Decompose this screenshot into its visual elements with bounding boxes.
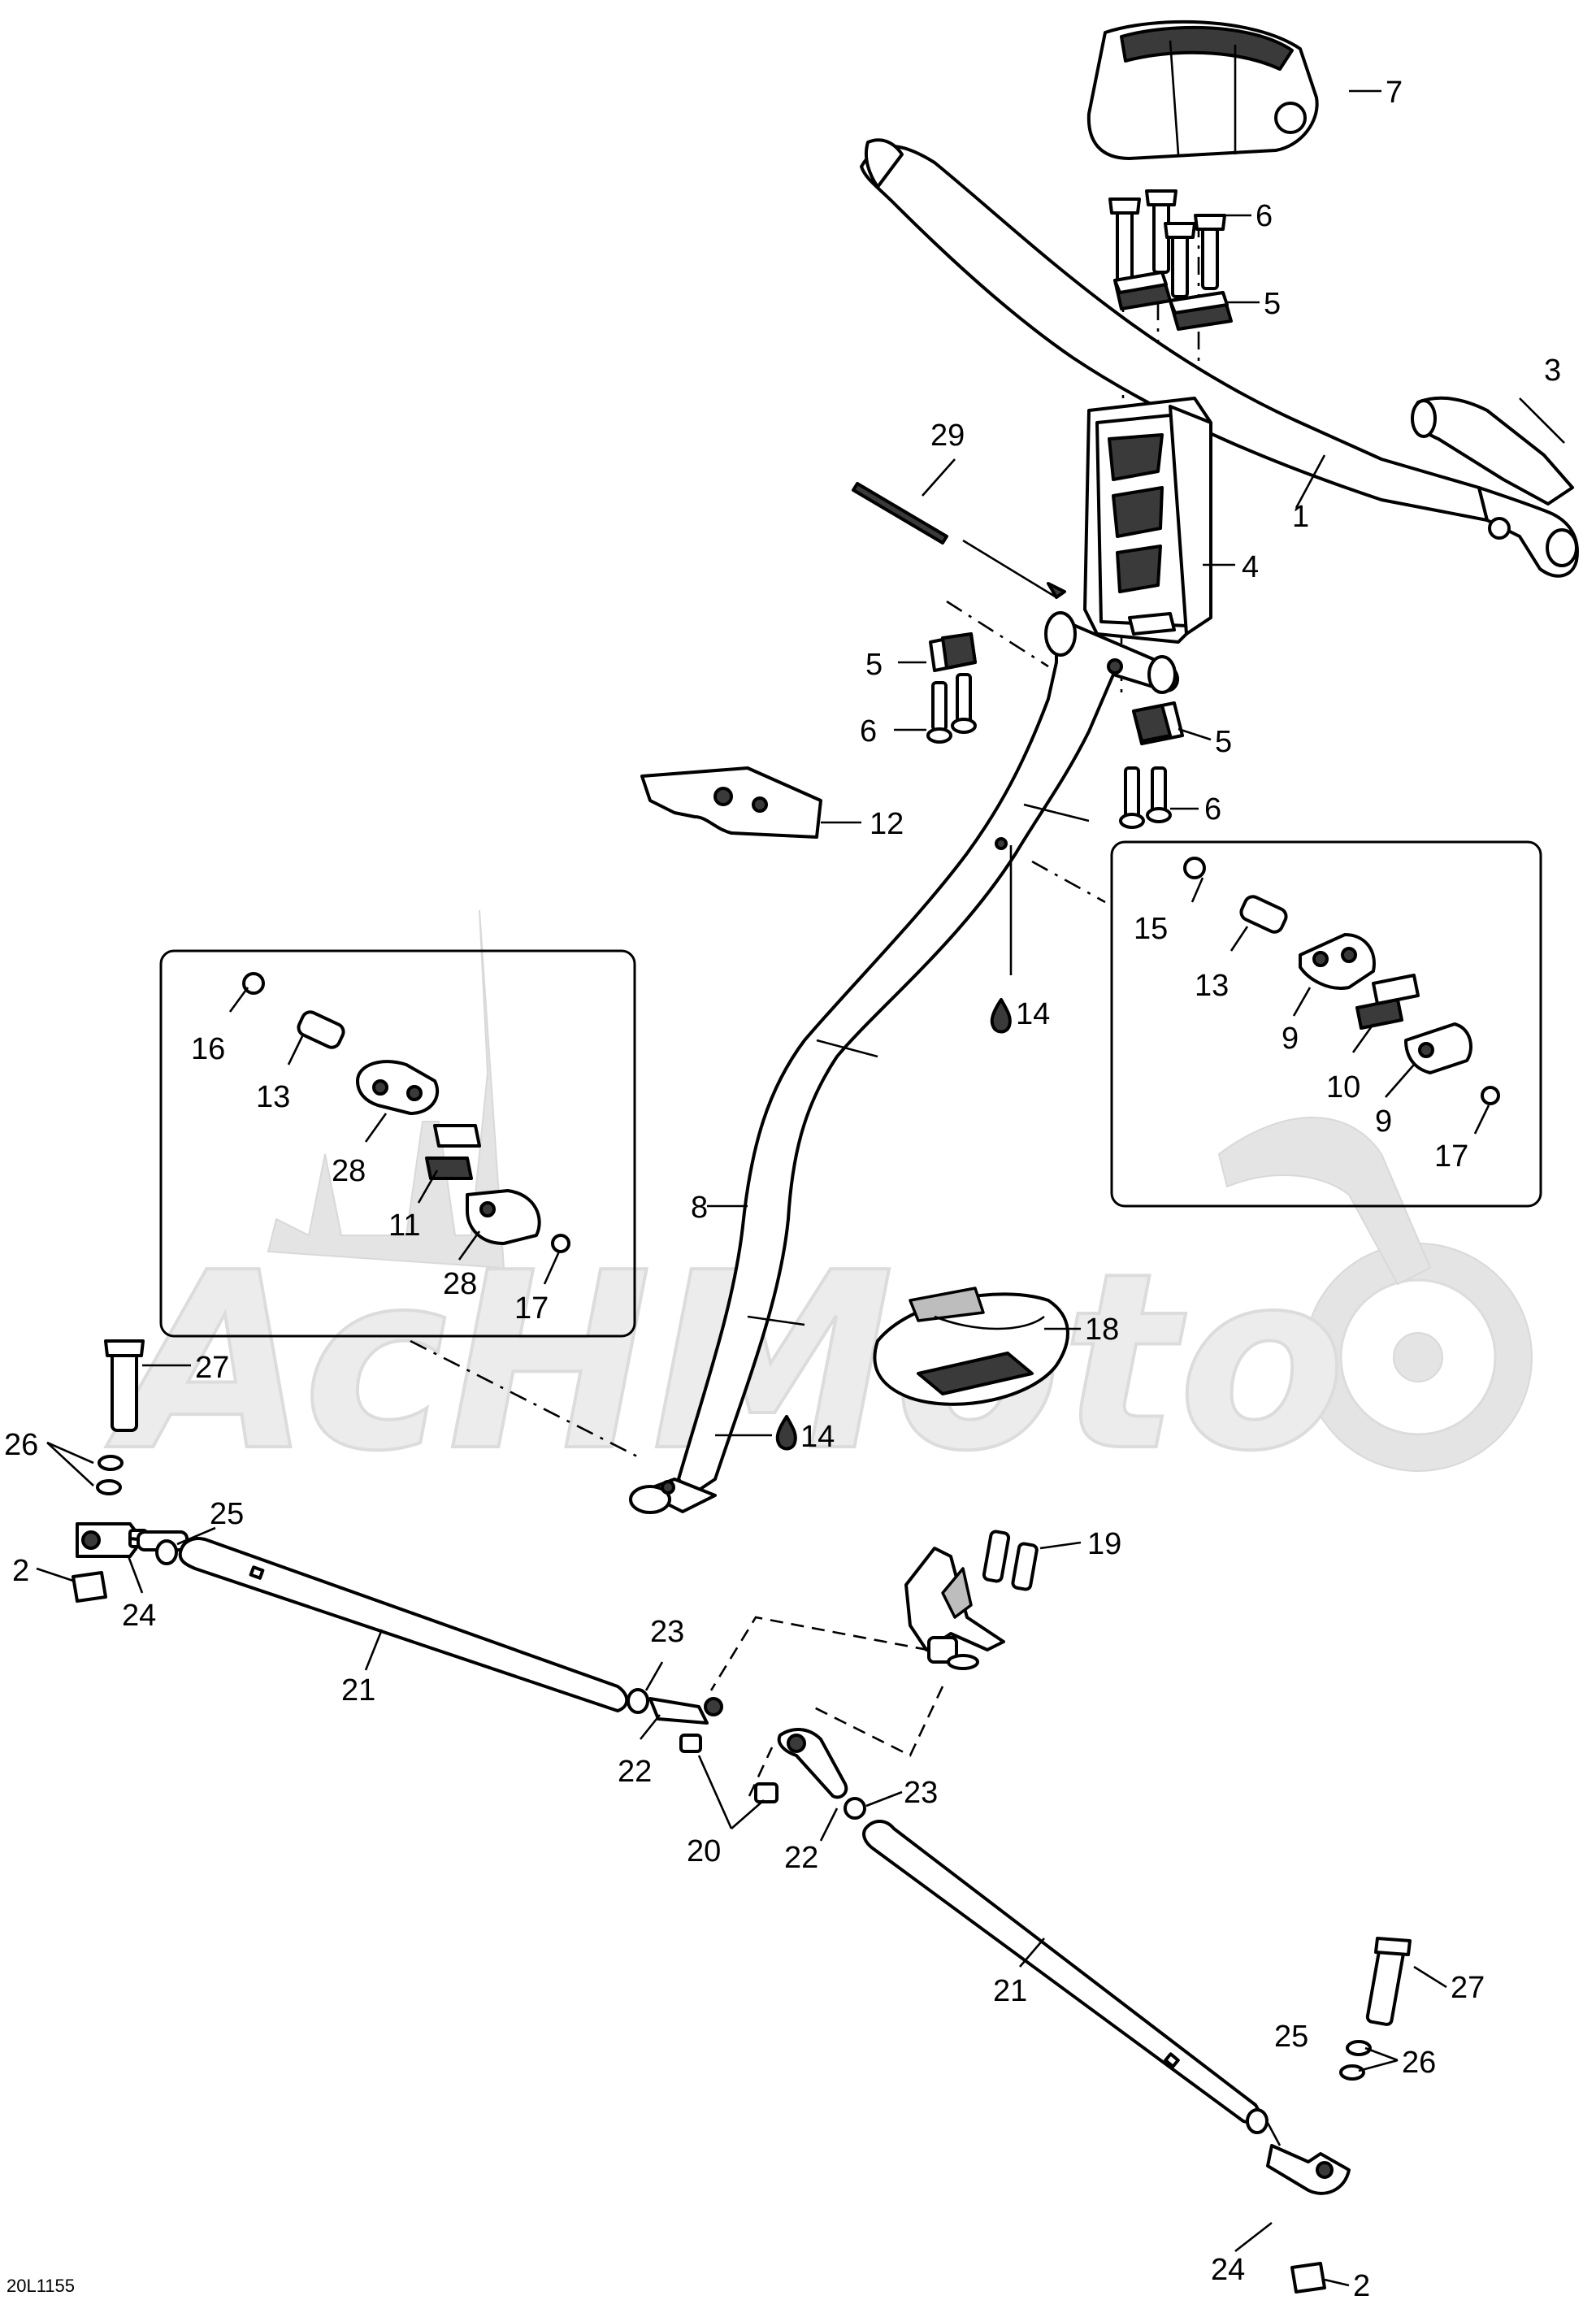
figure-code: 20L1155 <box>7 2276 75 2296</box>
callout-21: 21 <box>993 1974 1027 2008</box>
callout-4: 4 <box>1242 550 1259 584</box>
watermark: AcHMoto <box>102 909 1533 1506</box>
lower-clamps-bolts <box>926 632 1184 829</box>
callout-21: 21 <box>341 1673 375 1708</box>
steering-plate <box>640 766 822 839</box>
tie-rod-left <box>178 1537 723 1753</box>
roll-pin <box>852 482 1066 599</box>
riser-bracket <box>1083 397 1212 644</box>
callout-3: 3 <box>1544 354 1561 388</box>
callout-6: 6 <box>1204 792 1221 827</box>
leader-lines <box>36 89 1565 2287</box>
callout-1: 1 <box>1292 500 1309 534</box>
callout-18: 18 <box>1085 1313 1119 1347</box>
tie-rod-end-detail-left <box>242 972 570 1253</box>
callout-28: 28 <box>332 1154 366 1188</box>
callout-19: 19 <box>1087 1527 1121 1561</box>
callout-2: 2 <box>1353 2269 1370 2300</box>
callout-16: 16 <box>191 1032 225 1066</box>
top-clamps <box>1113 271 1233 331</box>
callout-15: 15 <box>1134 912 1168 946</box>
callout-11: 11 <box>388 1209 420 1243</box>
callout-22: 22 <box>784 1841 818 1875</box>
assembly-lines <box>410 219 1200 1797</box>
callout-14: 14 <box>800 1420 835 1454</box>
callout-labels: 7 6 5 3 29 1 4 5 6 5 6 12 15 13 14 9 10 … <box>4 76 1561 2300</box>
callout-6: 6 <box>1256 199 1273 233</box>
callout-29: 29 <box>930 419 965 453</box>
callout-2: 2 <box>12 1554 29 1588</box>
right-tie-rod-end <box>1266 1937 1412 2293</box>
grease-drop-icon <box>775 1415 797 1451</box>
center-ball-joints <box>754 1728 866 1820</box>
callout-27: 27 <box>195 1351 229 1385</box>
callout-22: 22 <box>618 1755 652 1789</box>
steering-arm-bracket <box>904 1530 1039 1670</box>
callout-5: 5 <box>865 648 883 682</box>
callout-13: 13 <box>1195 969 1229 1003</box>
detail-box-left <box>159 949 636 1338</box>
handlebar <box>860 138 1579 578</box>
callout-27: 27 <box>1451 1971 1485 2005</box>
callout-6: 6 <box>860 714 877 749</box>
top-bolts <box>1108 189 1226 298</box>
callout-25: 25 <box>210 1497 244 1531</box>
callout-7: 7 <box>1386 76 1403 110</box>
callout-28: 28 <box>443 1267 477 1301</box>
callout-5: 5 <box>1215 725 1232 759</box>
callout-12: 12 <box>870 807 904 841</box>
grip-tube <box>1411 396 1574 506</box>
callout-23: 23 <box>904 1776 938 1810</box>
tie-rod-end-detail-right <box>1183 857 1500 1105</box>
callout-26: 26 <box>4 1428 38 1462</box>
detail-box-right <box>1110 840 1542 1208</box>
callout-24: 24 <box>1211 2253 1245 2287</box>
callout-23: 23 <box>650 1615 684 1649</box>
callout-9: 9 <box>1375 1104 1392 1139</box>
callout-5: 5 <box>1264 287 1281 321</box>
callout-25: 25 <box>1274 2020 1308 2054</box>
steering-column <box>629 611 1179 1514</box>
handlebar-cover <box>1086 20 1319 160</box>
callout-26: 26 <box>1402 2046 1436 2080</box>
callout-13: 13 <box>256 1080 290 1114</box>
tie-rod-right <box>862 1820 1269 2134</box>
callout-8: 8 <box>691 1191 708 1225</box>
callout-20: 20 <box>687 1834 721 1868</box>
callout-9: 9 <box>1282 1022 1299 1056</box>
callout-17: 17 <box>1434 1139 1468 1174</box>
callout-24: 24 <box>122 1599 156 1633</box>
column-boot <box>873 1287 1069 1406</box>
callout-10: 10 <box>1326 1070 1360 1104</box>
grease-drop-icon <box>990 998 1012 1034</box>
callout-14: 14 <box>1016 997 1050 1031</box>
watermark-text: AcHMoto <box>103 1221 1346 1504</box>
left-tie-rod-end <box>72 1339 189 1603</box>
callout-17: 17 <box>514 1291 549 1326</box>
